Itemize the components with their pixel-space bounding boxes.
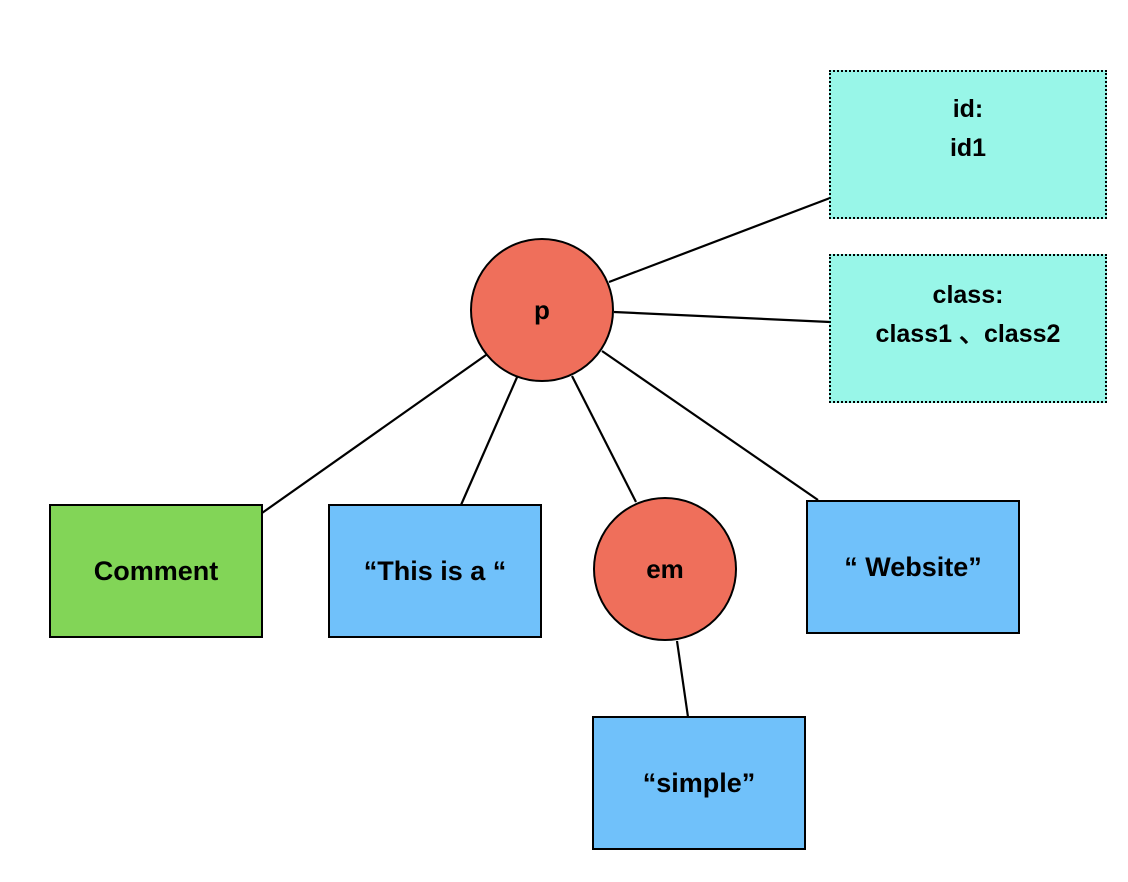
class-attribute-box: class: class1 、class2 <box>829 254 1107 403</box>
text-node-website-label: “ Website” <box>844 551 982 582</box>
comment-node-label: Comment <box>93 555 219 586</box>
p-element-label: p <box>534 294 550 325</box>
text-node-simple-label: “simple” <box>642 767 756 798</box>
edge-p-class <box>613 310 831 324</box>
text-node-website: “ Website” <box>806 500 1020 634</box>
edge-p-website <box>601 350 819 501</box>
edge-p-this <box>459 374 520 506</box>
edge-p-comment <box>261 354 487 514</box>
edge-em-simple <box>675 640 690 718</box>
edge-p-id <box>608 196 831 284</box>
class-attribute-label: class: <box>932 281 1004 309</box>
text-node-this-is-a-label: “This is a “ <box>363 555 507 586</box>
p-element-node: p <box>470 238 614 382</box>
em-element-node: em <box>593 497 737 641</box>
em-element-label: em <box>646 553 684 584</box>
text-node-this-is-a: “This is a “ <box>328 504 542 638</box>
id-attribute-box: id: id1 <box>829 70 1107 219</box>
comment-node: Comment <box>49 504 263 638</box>
text-node-simple: “simple” <box>592 716 806 850</box>
edge-p-em <box>571 375 637 503</box>
id-attribute-label: id: <box>952 95 984 123</box>
class-attribute-value: class1 、class2 <box>875 320 1061 348</box>
id-attribute-value: id1 <box>949 134 987 162</box>
